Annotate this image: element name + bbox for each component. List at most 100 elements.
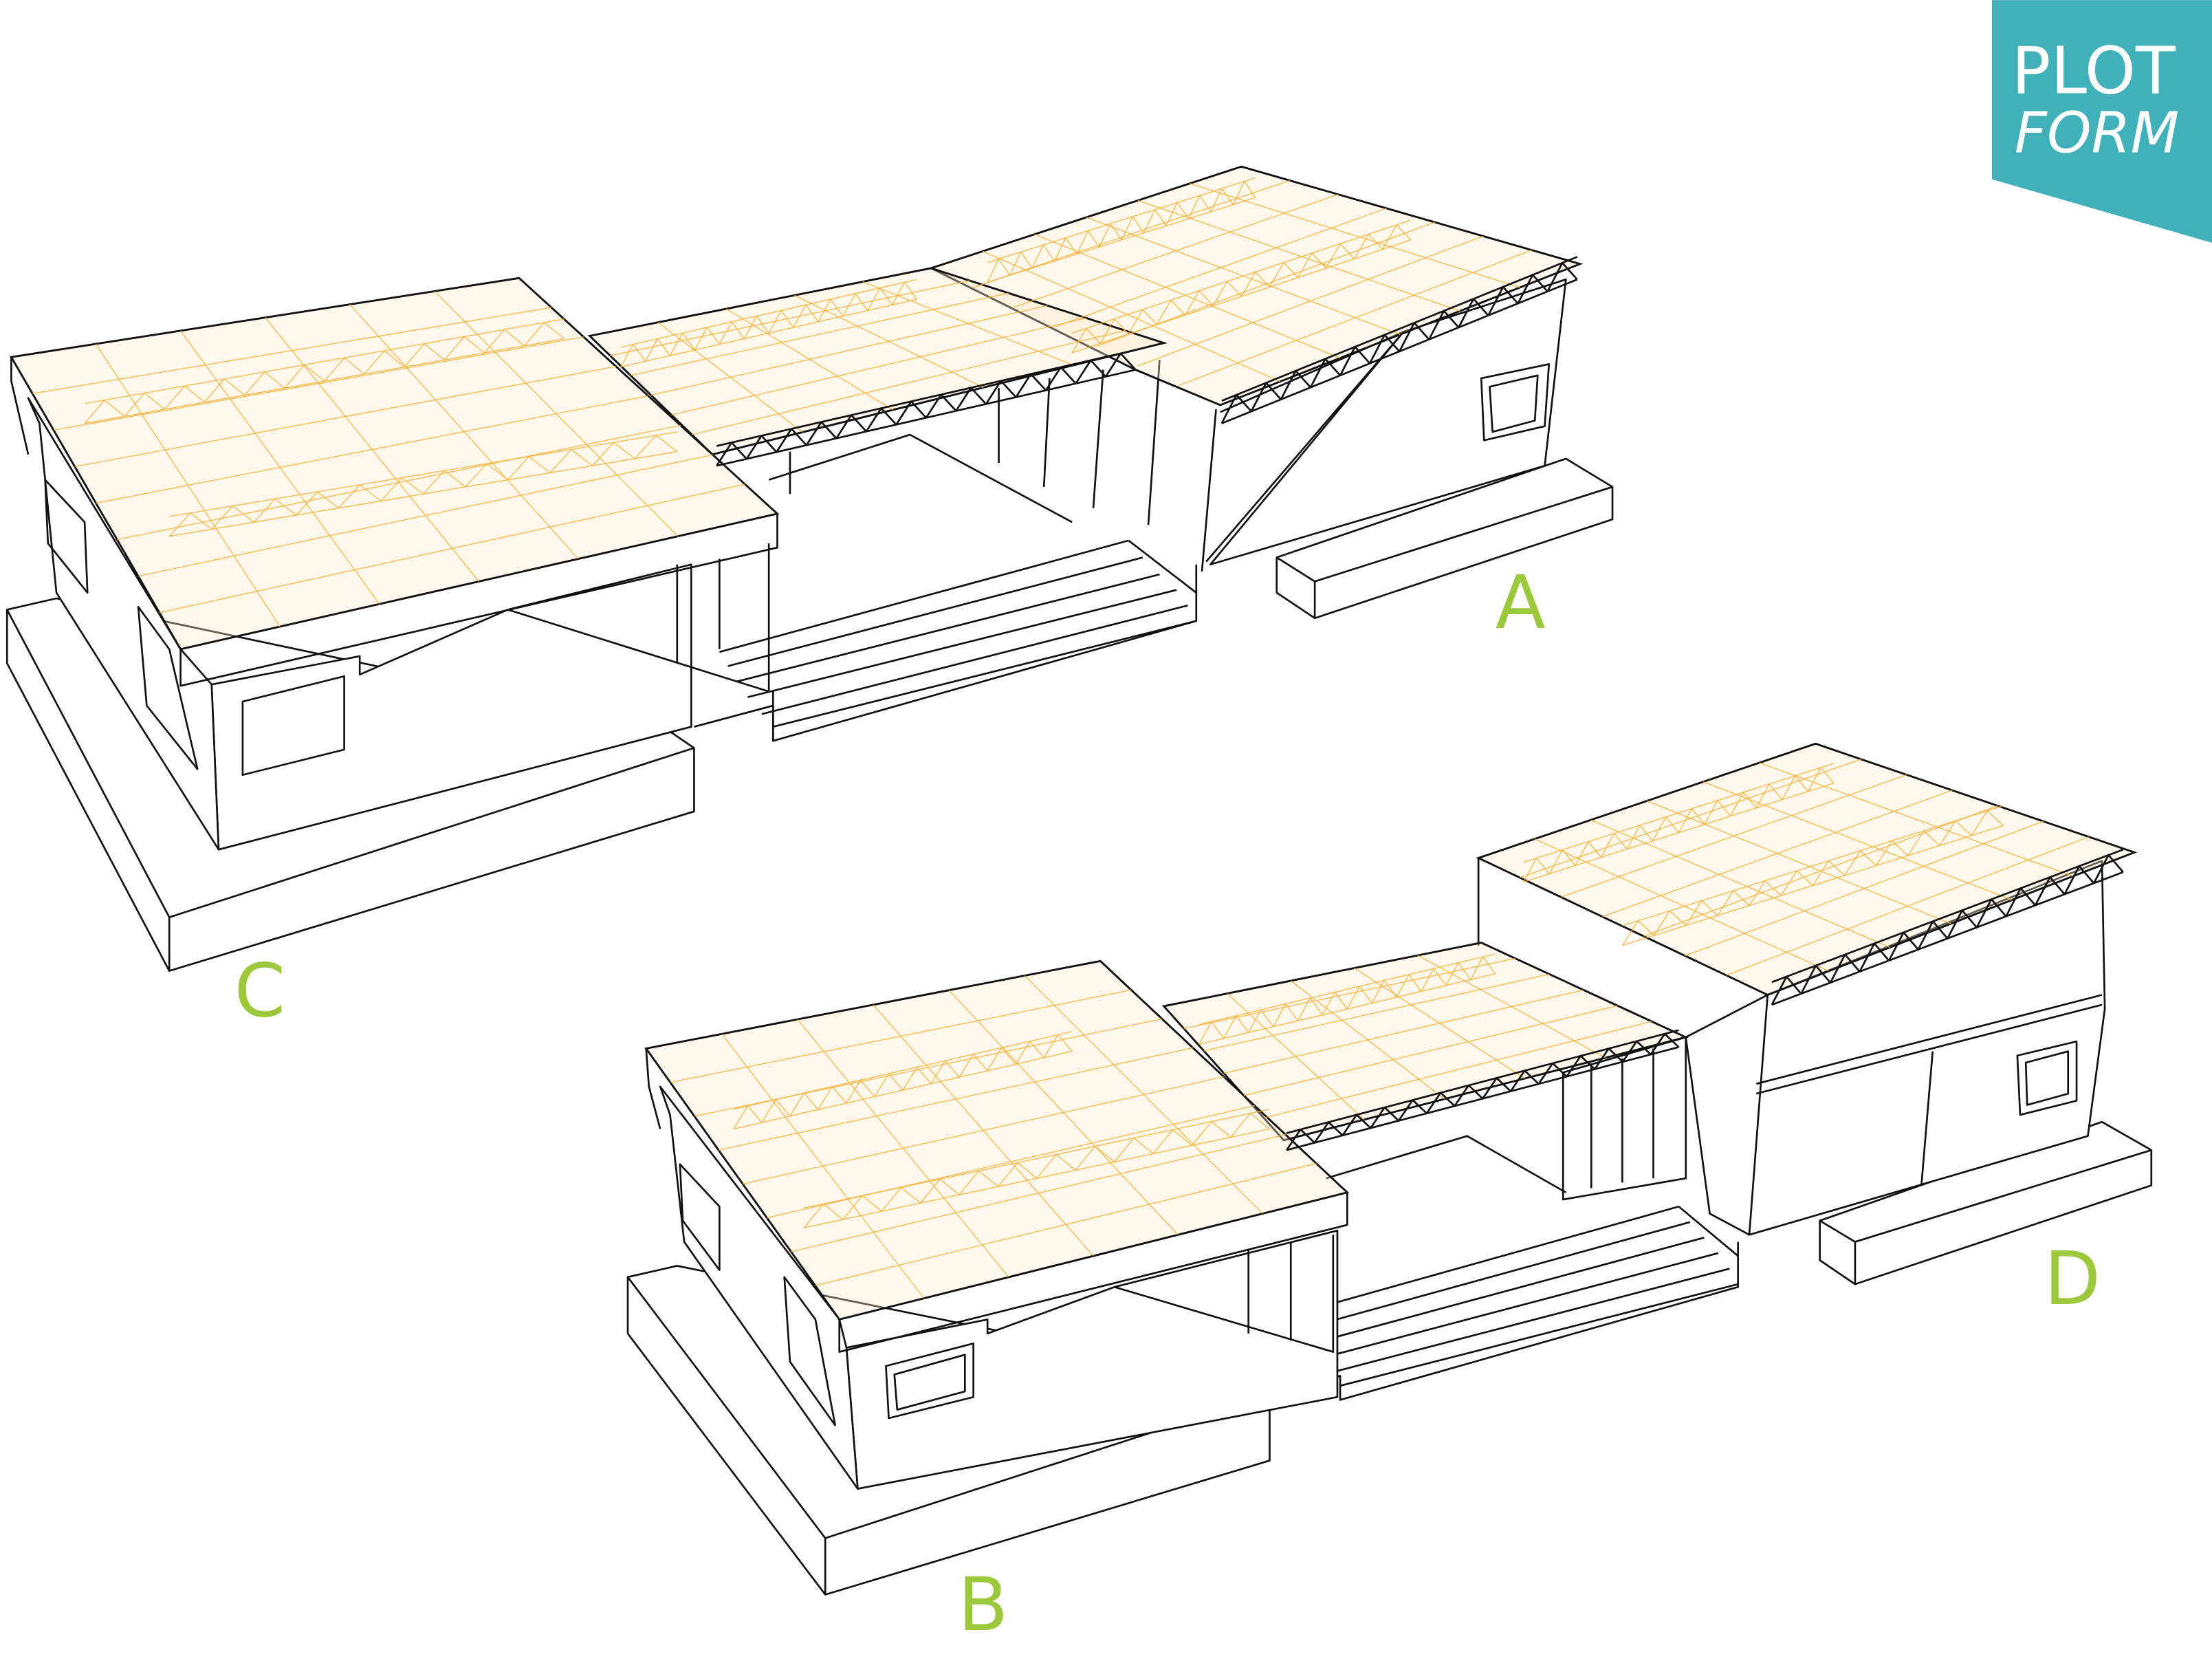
roof-truss [1653, 910, 1671, 936]
roof-truss [1346, 986, 1360, 1010]
steel-truss [1537, 1063, 1554, 1085]
steel-truss [1664, 1033, 1680, 1048]
roof-truss [1717, 890, 1734, 916]
steel-truss [2107, 854, 2124, 873]
logo-text-plot: PLOT [2012, 34, 2176, 109]
roof-truss [917, 1067, 932, 1085]
roof-truss [1383, 980, 1397, 998]
roof-truss [264, 371, 285, 389]
roof-truss [1170, 299, 1185, 316]
steel-truss [2005, 887, 2022, 917]
roof-truss [1184, 290, 1200, 316]
roof-truss [1639, 825, 1654, 842]
roof-truss [402, 477, 424, 495]
steel-truss [1517, 274, 1534, 304]
roof-truss [803, 1203, 824, 1228]
roof-truss [920, 1178, 941, 1204]
roof-purlin [1726, 836, 2090, 976]
roof-purlin [692, 329, 1126, 435]
roof-purlin [32, 307, 552, 394]
timber-structure-overlay [32, 177, 2090, 1299]
roof-truss [775, 1099, 791, 1117]
window-b-side [679, 1163, 836, 1426]
steel-truss [1991, 898, 2007, 918]
roof-purlin [1179, 249, 1532, 387]
roof-truss [1637, 920, 1655, 936]
steel-truss [1399, 322, 1415, 352]
roof-purlin [1223, 989, 1584, 1074]
steel-truss [1412, 1099, 1427, 1114]
roof-truss [842, 293, 856, 317]
roof-truss [1098, 223, 1111, 248]
roof-truss [1255, 271, 1271, 287]
steel-truss [1397, 1099, 1414, 1122]
roof-truss [1075, 1146, 1096, 1171]
roof-truss [1701, 900, 1718, 916]
steel-trusses [716, 256, 2124, 1151]
roof-truss [1548, 849, 1563, 874]
roof-truss [902, 1067, 918, 1091]
roof-truss [1876, 840, 1893, 866]
steel-truss [1562, 262, 1578, 281]
window-c-side [44, 479, 199, 770]
building-bottom [626, 742, 2153, 1596]
window-b-front [885, 1342, 974, 1420]
roof-truss [1015, 1041, 1031, 1065]
window-a [1480, 363, 1551, 442]
roof-truss [780, 310, 794, 328]
roof-purlin [610, 280, 970, 356]
roof-truss [706, 327, 720, 345]
roof-purlin [630, 292, 1009, 376]
roof-purlin [159, 484, 745, 614]
roof-truss [1795, 775, 1809, 792]
steel-truss [1339, 346, 1356, 376]
steel-truss [1468, 1085, 1484, 1100]
roof-truss [1575, 841, 1589, 866]
steel-truss [1030, 373, 1047, 391]
roof-truss [1244, 181, 1256, 198]
steel-truss [1873, 942, 1890, 962]
roof-truss [1272, 1003, 1286, 1028]
roof-truss [1408, 974, 1422, 992]
roof-purlin [74, 366, 616, 468]
steel-truss [1383, 334, 1401, 352]
roof-truss [733, 1031, 1073, 1110]
steel-truss [1265, 382, 1282, 400]
roof-truss [1053, 237, 1066, 261]
steel-truss [1060, 366, 1077, 384]
steel-truss [1286, 1029, 1679, 1134]
roof-truss [645, 338, 659, 362]
steel-truss [1413, 322, 1430, 340]
roof-purlin [815, 1162, 1317, 1286]
roof-truss [620, 344, 634, 367]
building-top [6, 165, 1614, 972]
roof-truss [1055, 1153, 1076, 1171]
roof-truss [404, 343, 425, 367]
steel-truss [1887, 932, 1905, 962]
roof-truss [1665, 816, 1680, 834]
roof-truss [84, 338, 565, 424]
roof-truss [1325, 243, 1341, 269]
steel-truss [1104, 353, 1121, 378]
steel-truss [1454, 1085, 1470, 1107]
roof-truss [444, 470, 466, 488]
roof-truss [1248, 1009, 1262, 1033]
roof-truss [1955, 820, 1972, 836]
steel-truss [1383, 1107, 1399, 1122]
steel-truss [1324, 358, 1342, 376]
roof-truss [1691, 808, 1705, 825]
roof-truss [1652, 816, 1667, 841]
roof-truss [1210, 188, 1223, 213]
roof-truss [1230, 1113, 1251, 1138]
steel-truss [955, 387, 972, 412]
roof-purlin [138, 454, 713, 577]
label-c: C [234, 948, 285, 1034]
roof-truss [731, 321, 745, 339]
roof-truss [831, 1086, 847, 1104]
roof-truss [422, 470, 445, 495]
steel-truss [745, 435, 763, 459]
roof-truss [1749, 880, 1766, 906]
roof-truss [1269, 262, 1284, 287]
roof-truss [1892, 840, 1909, 856]
steel-truss [865, 407, 882, 433]
